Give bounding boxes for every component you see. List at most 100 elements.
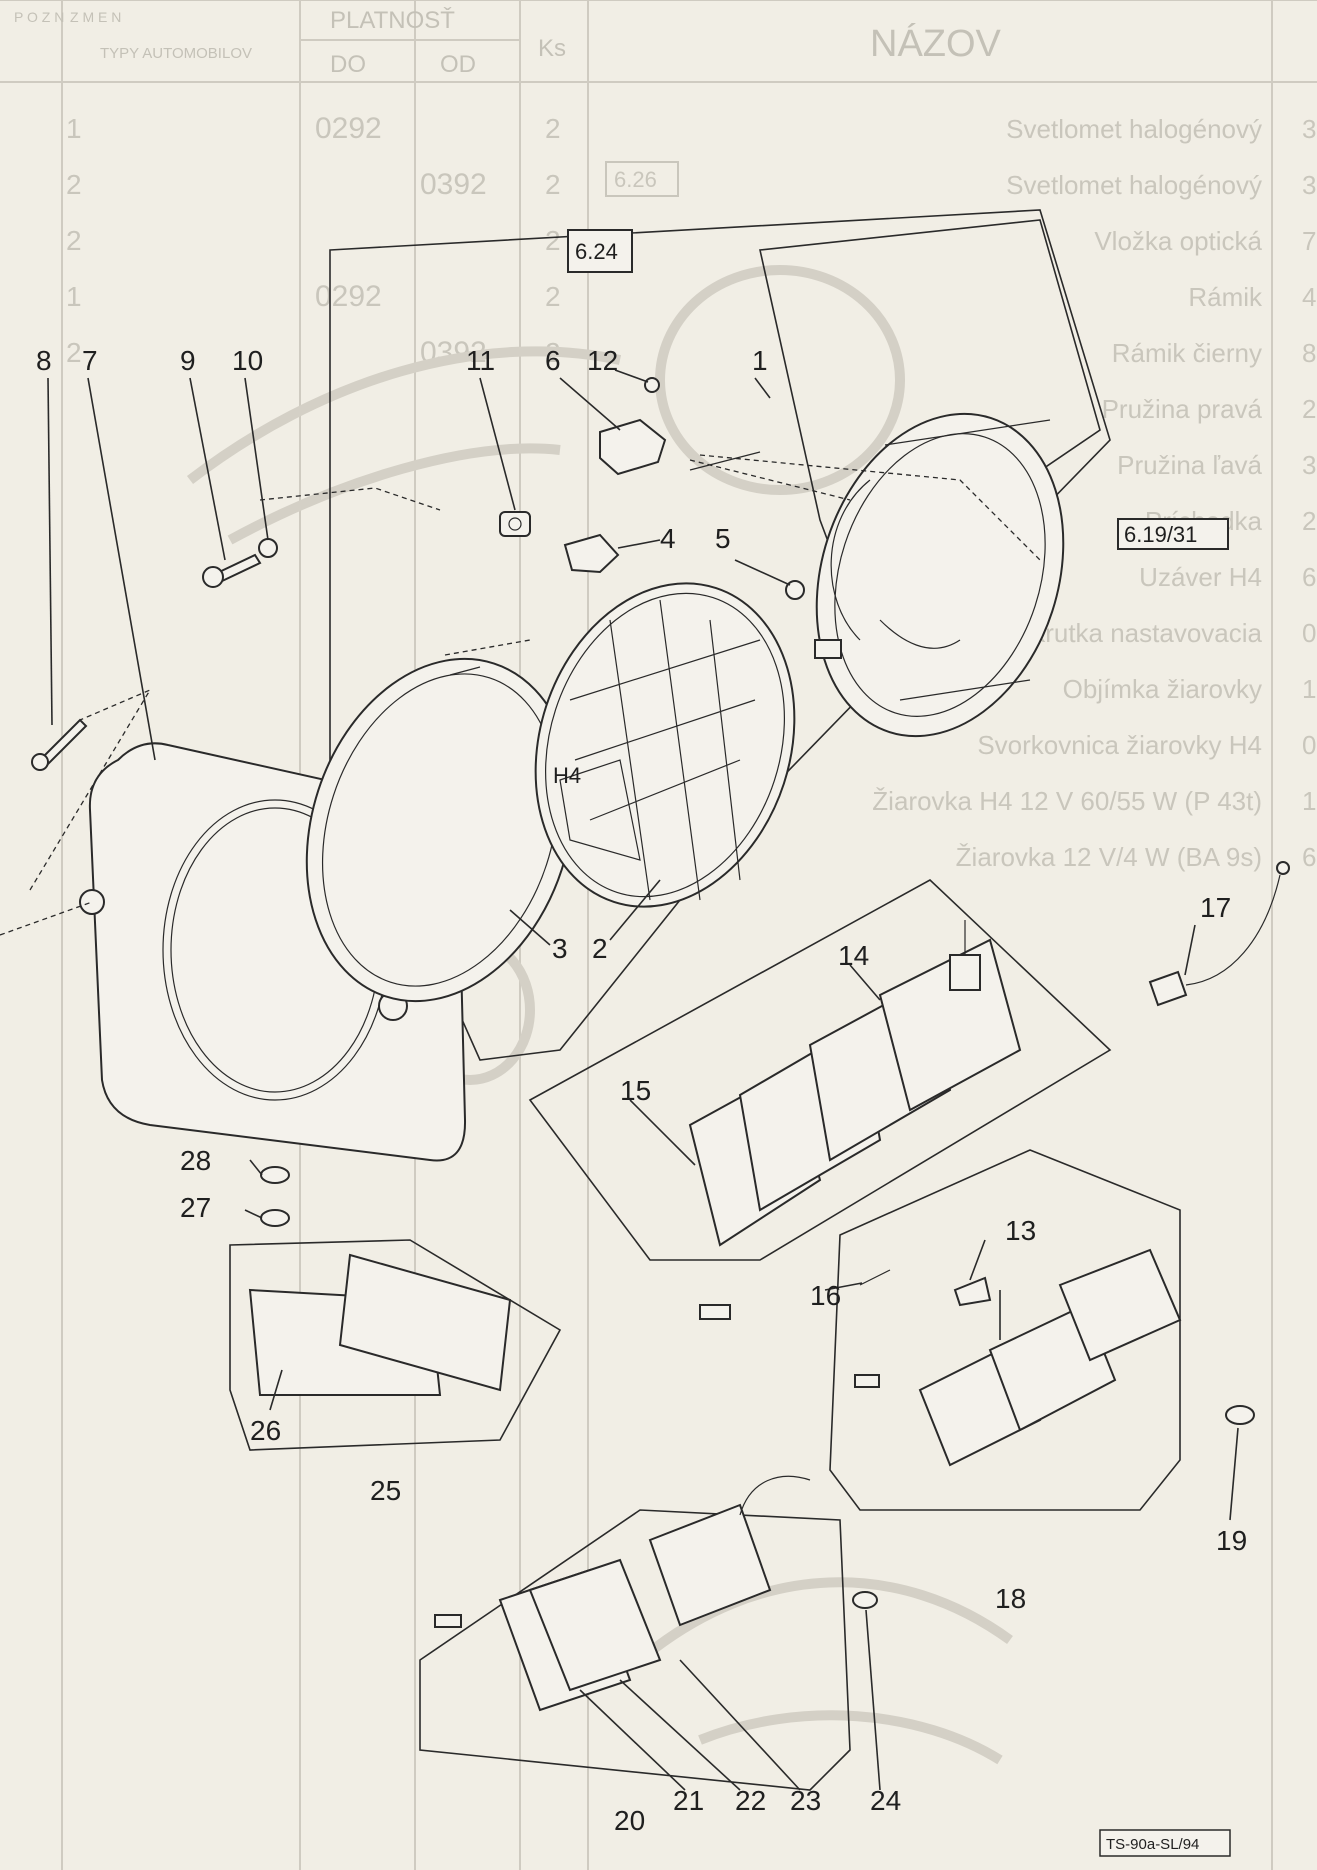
callout-15: 15 xyxy=(620,1075,651,1106)
ghost-row-name: Vložka optická xyxy=(1094,226,1262,256)
ghost-header-zmen: Z M E N xyxy=(70,9,121,25)
callout-7: 7 xyxy=(82,345,98,376)
ghost-row-zmen: 2 xyxy=(66,169,82,200)
ghost-edge-digit: 0 xyxy=(1302,730,1316,760)
ghost-header-qty: Ks xyxy=(538,35,566,62)
part-rear-lamp xyxy=(248,1253,512,1396)
part-bulb-19 xyxy=(1225,1405,1255,1425)
callout-13: 13 xyxy=(1005,1215,1036,1246)
callout-14: 14 xyxy=(838,940,869,971)
ghost-header-validity: PLATNOSŤ xyxy=(330,7,455,34)
ghost-edge-digit: 1 xyxy=(1302,786,1316,816)
ghost-row-name: Svetlomet halogénový xyxy=(1006,170,1262,200)
ghost-edge-digit: 6 xyxy=(1302,562,1316,592)
callout-23: 23 xyxy=(790,1785,821,1816)
group-outline-20 xyxy=(419,1509,851,1791)
ghost-edge-digit: 4 xyxy=(1302,282,1316,312)
ghost-header-do: DO xyxy=(330,51,366,78)
callout-1: 1 xyxy=(752,345,768,376)
part-screw-8 xyxy=(31,718,88,771)
ghost-header-od: OD xyxy=(440,51,476,78)
ghost-row-qty: 2 xyxy=(545,169,561,200)
ghost-row-name: Objímka žiarovky xyxy=(1063,674,1262,704)
callout-17: 17 xyxy=(1200,892,1231,923)
callout-21: 21 xyxy=(673,1785,704,1816)
part-bulb-17 xyxy=(1148,861,1290,1007)
ghost-edge-digit: 3 xyxy=(1302,114,1316,144)
callout-4: 4 xyxy=(660,523,676,554)
ghost-edge-digit: 6 xyxy=(1302,842,1316,872)
callout-27: 27 xyxy=(180,1192,211,1223)
group-outline-fog-lamp xyxy=(528,879,1112,1261)
part-washer-10 xyxy=(258,538,278,558)
part-fog-lamp xyxy=(688,920,1022,1247)
callout-12: 12 xyxy=(587,345,618,376)
lamp-marking-h4: H4 xyxy=(553,763,581,788)
ghost-row-zmen: 1 xyxy=(66,281,82,312)
ref-box-6-19-31: 6.19/31 xyxy=(1117,518,1229,550)
ghost-row-name: Pružina pravá xyxy=(1102,394,1263,424)
callout-10: 10 xyxy=(232,345,263,376)
ghost-edge-digit: 1 xyxy=(1302,674,1316,704)
ghost-ref-box: 6.26 xyxy=(614,167,657,192)
ghost-row-name: Skrutka nastavovacia xyxy=(1015,618,1263,648)
leader-lines xyxy=(47,369,1239,1791)
part-trim-ring xyxy=(305,657,575,1003)
ghost-header-types: TYPY AUTOMOBILOV xyxy=(100,45,252,62)
callout-16: 16 xyxy=(810,1280,841,1311)
ghost-row-name: Rámik xyxy=(1188,282,1263,312)
part-bulb-27 xyxy=(260,1209,290,1227)
ghost-edge-digit: 3 xyxy=(1302,450,1316,480)
part-housing xyxy=(815,412,1065,738)
callout-11: 11 xyxy=(466,345,495,376)
callout-9: 9 xyxy=(180,345,196,376)
ghost-edge-digit: 7 xyxy=(1302,226,1316,256)
callout-5: 5 xyxy=(715,523,731,554)
ghost-row-qty: 2 xyxy=(545,113,561,144)
callout-20: 20 xyxy=(614,1805,645,1836)
part-screw-12 xyxy=(644,377,660,393)
callout-2: 2 xyxy=(592,933,608,964)
callout-8: 8 xyxy=(36,345,52,376)
ghost-row-name: Svorkovnica žiarovky H4 xyxy=(977,730,1262,760)
ghost-row-name: Uzáver H4 xyxy=(1139,562,1262,592)
callout-25: 25 xyxy=(370,1475,401,1506)
svg-text:TS-90a-SL/94: TS-90a-SL/94 xyxy=(1106,1836,1199,1853)
ghost-row-name: Žiarovka H4 12 V 60/55 W (P 43t) xyxy=(872,786,1262,816)
callout-28: 28 xyxy=(180,1145,211,1176)
part-screw-licence xyxy=(434,1614,462,1628)
part-screw-fog xyxy=(699,1304,731,1320)
part-bulb-28 xyxy=(260,1166,290,1184)
part-spring-16 xyxy=(859,1269,891,1286)
part-adjust-screw-5 xyxy=(785,580,842,659)
part-optical-insert: H4 xyxy=(534,582,796,908)
part-licence-lamp xyxy=(498,1475,811,1712)
callout-26: 26 xyxy=(250,1415,281,1446)
ghost-edge-digit: 0 xyxy=(1302,618,1316,648)
ghost-row-name: Žiarovka 12 V/4 W (BA 9s) xyxy=(956,842,1262,872)
callout-18: 18 xyxy=(995,1583,1026,1614)
ghost-row-zmen: 1 xyxy=(66,113,82,144)
drawing-code: TS-90a-SL/94 xyxy=(1099,1829,1231,1857)
group-outline-18 xyxy=(829,1149,1181,1511)
ghost-header-name: NÁZOV xyxy=(870,22,1002,65)
ghost-row-od: 0392 xyxy=(420,168,487,201)
ref-box-6-24: 6.24 xyxy=(567,229,633,273)
svg-text:6.24: 6.24 xyxy=(575,239,618,264)
ghost-edge-digit: 2 xyxy=(1302,506,1316,536)
ghost-row-do: 0292 xyxy=(315,112,382,145)
svg-text:6.19/31: 6.19/31 xyxy=(1124,522,1197,547)
group-outline-25 xyxy=(229,1239,562,1451)
part-screw-9 xyxy=(202,553,262,588)
ghost-edge-digit: 2 xyxy=(1302,394,1316,424)
callout-24: 24 xyxy=(870,1785,901,1816)
ghost-row-name: Pružina ľavá xyxy=(1117,450,1262,480)
part-connector-6 xyxy=(599,418,667,476)
ghost-row-qty: 2 xyxy=(545,281,561,312)
part-bulb-24 xyxy=(852,1591,878,1609)
part-bulb-11 xyxy=(499,511,531,537)
ghost-row-name: Rámik čierny xyxy=(1112,338,1262,368)
